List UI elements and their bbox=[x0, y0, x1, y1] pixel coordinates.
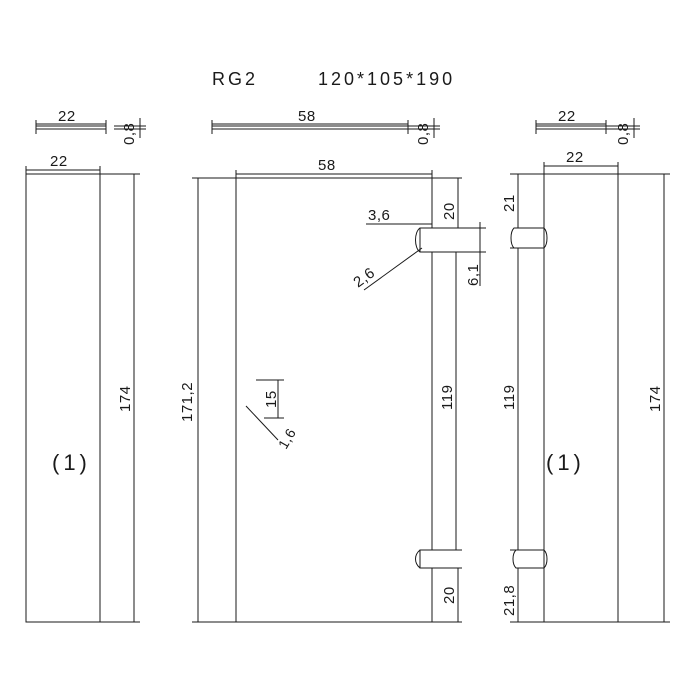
drawing-size: 120*105*190 bbox=[318, 69, 455, 89]
middle-part-width-label: 58 bbox=[318, 157, 336, 174]
middle-bottom-notch bbox=[415, 549, 421, 569]
right-part-height-label: 174 bbox=[647, 385, 664, 412]
right-slot-length-label: 119 bbox=[501, 385, 518, 410]
middle-notch-height-label: 6,1 bbox=[465, 264, 482, 286]
left-strip-thickness-label: 0,8 bbox=[121, 123, 138, 145]
right-strip-view: 22 0,8 bbox=[535, 108, 640, 145]
middle-strip-view: 58 0,8 bbox=[211, 108, 440, 145]
middle-top-offset-label: 20 bbox=[441, 202, 458, 220]
right-part-outline bbox=[543, 173, 619, 623]
left-part-outline bbox=[25, 173, 101, 623]
middle-hole-leader bbox=[245, 405, 279, 441]
drawing-code: RG2 bbox=[212, 69, 258, 89]
left-part-width-label: 22 bbox=[50, 153, 68, 170]
right-part: 22 174 21 119 21,8 (1) bbox=[501, 149, 670, 623]
middle-notch-leader bbox=[363, 247, 423, 291]
left-part-number: (1) bbox=[52, 450, 91, 475]
middle-strip-width-label: 58 bbox=[298, 108, 316, 125]
middle-part-height-label: 171,2 bbox=[179, 382, 196, 422]
left-strip-width-label: 22 bbox=[58, 108, 76, 125]
middle-part: 58 171,2 6,1 3,6 2,6 20 119 20 bbox=[179, 157, 486, 623]
right-part-number: (1) bbox=[546, 450, 585, 475]
right-top-notch bbox=[510, 227, 545, 249]
middle-bottom-offset-label: 20 bbox=[441, 586, 458, 604]
middle-strip bbox=[211, 125, 409, 130]
left-strip-view: 22 0,8 bbox=[35, 108, 146, 145]
middle-strip-thickness-label: 0,8 bbox=[415, 123, 432, 145]
right-strip-width-label: 22 bbox=[558, 108, 576, 125]
left-part-height-label: 174 bbox=[117, 385, 134, 412]
middle-slot-length-label: 119 bbox=[439, 385, 456, 410]
right-strip bbox=[535, 125, 607, 130]
middle-hole-size-label: 15 bbox=[263, 390, 280, 408]
right-bottom-offset-label: 21,8 bbox=[501, 585, 518, 616]
left-part: 22 174 (1) bbox=[25, 153, 140, 623]
right-strip-thickness-label: 0,8 bbox=[615, 123, 632, 145]
right-bottom-notch bbox=[512, 549, 545, 569]
right-top-offset-label: 21 bbox=[501, 194, 518, 212]
right-part-width-label: 22 bbox=[566, 149, 584, 166]
middle-notch-width-label: 3,6 bbox=[368, 207, 390, 224]
left-strip bbox=[35, 125, 107, 130]
